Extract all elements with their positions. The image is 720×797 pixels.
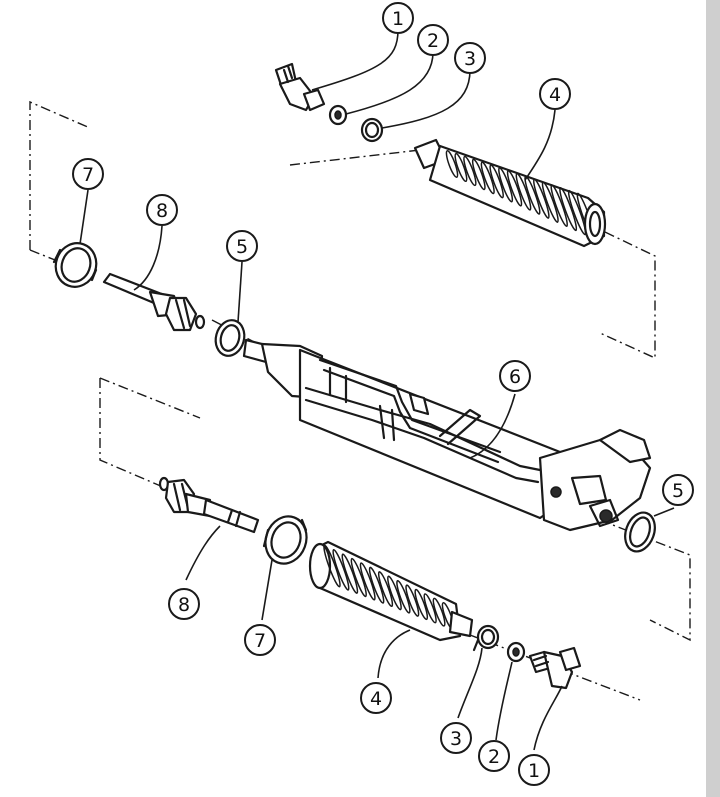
boot-rib — [414, 588, 429, 621]
callout-circle — [244, 624, 276, 656]
callout-circle — [539, 78, 571, 110]
rack-boot-bottom — [308, 540, 474, 642]
callout-c8-top: 8 — [146, 194, 178, 226]
boot-rib — [405, 584, 420, 617]
callout-circle — [146, 194, 178, 226]
callout-c7-top: 7 — [72, 158, 104, 190]
boot-rib — [350, 557, 367, 598]
boot-rib — [377, 571, 394, 608]
callout-c7-bottom: 7 — [244, 624, 276, 656]
boot-rib — [567, 189, 587, 236]
callout-c3-bottom: 3 — [440, 722, 472, 754]
boot-rib — [541, 181, 559, 223]
callout-c8-bottom: 8 — [168, 588, 200, 620]
o-ring-top — [214, 319, 246, 357]
nut-top — [328, 104, 348, 126]
callout-number: 4 — [370, 688, 382, 710]
callout-number: 6 — [509, 366, 521, 388]
callout-number: 8 — [178, 594, 190, 616]
boot-rib — [550, 184, 568, 228]
callout-number: 7 — [254, 630, 266, 652]
boot-rib — [387, 575, 402, 611]
callout-number: 2 — [488, 746, 500, 768]
callout-circle — [226, 230, 258, 262]
boot-clamp-large-top — [52, 242, 98, 288]
callout-leaders — [79, 29, 675, 751]
boot-rib — [498, 167, 514, 203]
boot-clamp-small-bottom — [472, 624, 500, 652]
boot-rib — [445, 150, 459, 178]
callout-circle — [662, 474, 694, 506]
boot-rib — [396, 579, 411, 614]
boot-clamp-large-bottom — [262, 515, 308, 565]
boot-rib — [423, 593, 437, 624]
callout-number: 2 — [427, 30, 439, 52]
boot-rib — [480, 161, 495, 195]
callout-number: 3 — [464, 48, 476, 70]
boot-rib — [515, 172, 532, 211]
callout-circle — [440, 722, 472, 754]
callout-circle — [518, 754, 550, 786]
callout-number: 3 — [450, 728, 462, 750]
callout-c6: 6 — [499, 360, 531, 392]
boot-rib — [454, 152, 468, 183]
callout-number: 1 — [392, 8, 404, 30]
callout-c5-right: 5 — [662, 474, 694, 506]
callout-number: 5 — [236, 236, 248, 258]
callout-circle — [454, 42, 486, 74]
callout-circle — [382, 2, 414, 34]
boot-clamp-small-top — [360, 117, 384, 143]
callout-circle — [499, 360, 531, 392]
callout-number: 5 — [672, 480, 684, 502]
inner-tie-rod-bottom — [158, 476, 260, 534]
callout-labels: 1 2 3 4 7 8 5 6 5 8 7 4 3 2 1 — [72, 2, 694, 786]
scan-edge — [706, 0, 720, 797]
boot-rib — [559, 186, 578, 232]
boot-rib — [359, 562, 376, 601]
boot-rib — [524, 175, 541, 215]
tie-rod-end-bottom — [528, 646, 582, 690]
callout-circle — [360, 682, 392, 714]
callout-c4-bottom: 4 — [360, 682, 392, 714]
callout-number: 1 — [528, 760, 540, 782]
steering-rack-housing — [242, 338, 652, 532]
callout-circle — [168, 588, 200, 620]
callout-c4-top: 4 — [539, 78, 571, 110]
callout-c1-bottom: 1 — [518, 754, 550, 786]
boot-rib — [368, 566, 385, 604]
callout-circle — [417, 24, 449, 56]
callout-c5-top: 5 — [226, 230, 258, 262]
callout-circle — [72, 158, 104, 190]
boot-rib — [506, 169, 523, 207]
callout-number: 4 — [549, 84, 561, 106]
nut-bottom — [506, 641, 526, 663]
callout-c2-top: 2 — [417, 24, 449, 56]
callout-c1-top: 1 — [382, 2, 414, 34]
tie-rod-end-top — [274, 62, 326, 112]
boot-rib — [489, 164, 504, 199]
o-ring-right — [624, 511, 656, 553]
callout-number: 7 — [82, 164, 94, 186]
callout-number: 8 — [156, 200, 168, 222]
callout-c3-top: 3 — [454, 42, 486, 74]
boot-rib — [323, 544, 341, 588]
callout-circle — [478, 740, 510, 772]
boot-rib — [463, 155, 477, 187]
boot-rib — [432, 597, 446, 627]
boot-rib — [341, 553, 359, 594]
boot-rib — [471, 158, 486, 191]
boot-rib — [332, 548, 350, 591]
rack-boot-top — [413, 138, 607, 248]
boot-rib — [532, 178, 550, 219]
callout-c2-bottom: 2 — [478, 740, 510, 772]
inner-tie-rod-top — [102, 272, 206, 332]
